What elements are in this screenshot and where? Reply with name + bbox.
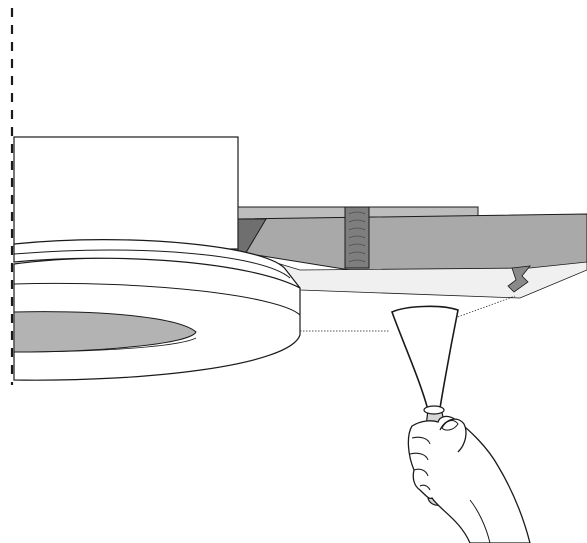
thumbnail [441, 420, 459, 431]
mounting-box [13, 136, 239, 250]
hand [407, 415, 531, 543]
filler-texture-lines [348, 211, 366, 263]
fixture-front-face [13, 282, 301, 316]
ceiling-joint-filler [344, 206, 370, 269]
plaster-jagged-edge [507, 265, 531, 293]
fixture-inner-lip [13, 337, 197, 353]
wrist-line [469, 499, 491, 543]
plaster-layer [239, 251, 587, 299]
fixture-ring-line [13, 249, 291, 279]
guide-line-diagonal [454, 295, 516, 319]
fixture-inner-recess [13, 311, 197, 353]
fixture-top-ring [13, 239, 301, 289]
finger-lines [409, 436, 431, 491]
putty-knife-ferrule [423, 405, 445, 415]
putty-knife-blade [391, 305, 459, 411]
